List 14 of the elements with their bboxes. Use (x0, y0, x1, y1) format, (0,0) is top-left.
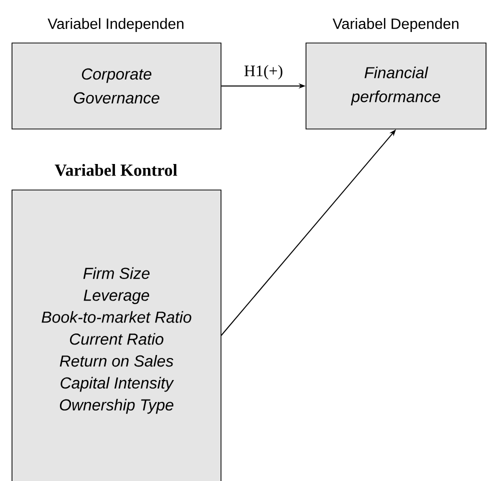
node-label: Ownership Type (60, 398, 174, 414)
node-label: Book-to-market Ratio (42, 311, 192, 323)
edge-label: H1(+) (244, 65, 282, 80)
heading: Variabel Kontrol (54, 164, 178, 176)
variable-box: Financial performance (306, 42, 486, 130)
node-label: Return on Sales (60, 354, 174, 367)
heading: Variabel Dependen (332, 18, 458, 32)
node-label: Leverage (84, 290, 150, 304)
node-label: Firm Size (83, 267, 150, 279)
node-label: Capital Intensity (60, 376, 174, 392)
node-label: Current Ratio (70, 333, 164, 345)
label-box: Firm Size Leverage Book-to-market Ratio Current Ratio Return on Sales Capital Intensity Ownership Type (12, 190, 222, 481)
heading: Variabel Independen (48, 18, 184, 32)
variable-box: Corporate Governance (12, 42, 222, 130)
